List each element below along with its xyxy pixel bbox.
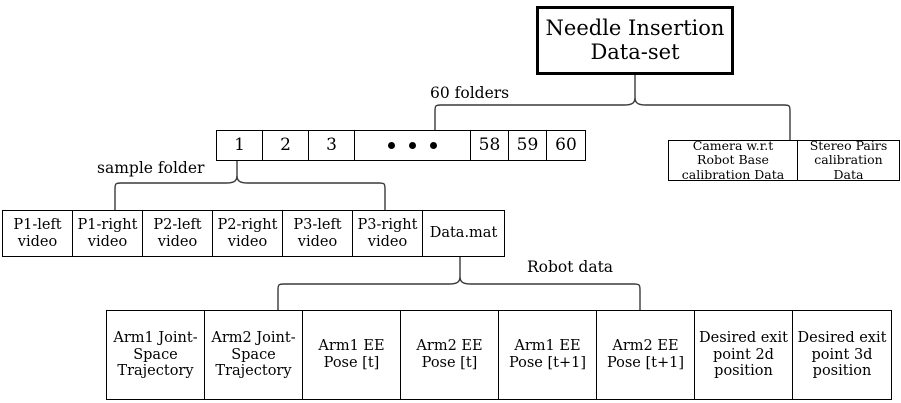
video-p3-left-line2: video <box>297 233 338 250</box>
video-p3-right-line1: P3-right <box>357 216 418 233</box>
calibration-cell-stereo-pairs: Stereo Pairs calibration Data <box>798 138 899 182</box>
folder-cell-58: 58 <box>471 131 509 160</box>
folder-cell-59: 59 <box>509 131 547 160</box>
robot-c0-line2: Space <box>133 346 178 363</box>
robot-c1-line1: Arm2 Joint- <box>211 330 296 347</box>
robot-c6-line2: point 2d <box>713 346 774 363</box>
ellipsis-dots-icon <box>388 142 437 149</box>
label-60-folders: 60 folders <box>430 84 510 102</box>
video-p1-right-line1: P1-right <box>77 216 138 233</box>
robot-c6-line1: Desired exit <box>699 330 788 347</box>
calibration-cell-camera-robot-base: Camera w.r.t Robot Base calibration Data <box>669 138 798 182</box>
video-cell-p2-right: P2-right video <box>213 211 283 256</box>
folder-cell-3: 3 <box>309 131 355 160</box>
connector-sample-right <box>236 175 386 210</box>
robot-cell-arm2-ee-pose-t: Arm2 EE Pose [t] <box>401 311 499 399</box>
video-p1-left-line2: video <box>17 233 58 250</box>
robot-c1-line3: Trajectory <box>215 363 292 380</box>
video-p3-left-line1: P3-left <box>293 216 342 233</box>
connector-robot-left <box>277 276 461 310</box>
video-p1-right-line2: video <box>87 233 128 250</box>
calib-stereo-line2: calibration <box>814 152 883 168</box>
label-robot-data: Robot data <box>527 258 614 276</box>
video-p3-right-line2: video <box>367 233 408 250</box>
video-p1-left-line1: P1-left <box>13 216 62 233</box>
calib-camera-line2: Robot Base <box>697 152 769 168</box>
video-cell-p1-left: P1-left video <box>3 211 73 256</box>
robot-c2-line2: Pose [t] <box>323 355 380 371</box>
root-title-line1: Needle Insertion <box>545 15 725 40</box>
video-p2-left-line1: P2-left <box>153 216 202 233</box>
robot-c0-line3: Trajectory <box>117 363 194 380</box>
robot-c5-line1: Arm2 EE <box>612 338 679 355</box>
robot-cell-arm2-joint-space-trajectory: Arm2 Joint- Space Trajectory <box>205 311 303 399</box>
robot-c0-line1: Arm1 Joint- <box>113 330 198 347</box>
robot-cell-desired-exit-point-3d: Desired exit point 3d position <box>793 311 891 399</box>
file-cell-data-mat: Data.mat <box>423 211 504 256</box>
connector-sample-left <box>114 175 238 210</box>
label-sample-folder: sample folder <box>97 159 205 177</box>
robot-c4-line1: Arm1 EE <box>514 338 581 355</box>
root-title-line2: Data-set <box>590 39 680 64</box>
folder-cell-2: 2 <box>263 131 309 160</box>
robot-c2-line1: Arm1 EE <box>318 338 385 355</box>
calibration-row: Camera w.r.t Robot Base calibration Data… <box>668 138 900 182</box>
folder-cell-ellipsis <box>355 131 471 160</box>
calib-stereo-line1: Stereo Pairs <box>809 138 888 154</box>
video-cell-p2-left: P2-left video <box>143 211 213 256</box>
robot-c3-line2: Pose [t] <box>421 355 478 371</box>
robot-c7-line2: point 3d <box>811 346 873 363</box>
video-p2-right-line1: P2-right <box>217 216 278 233</box>
calib-camera-line3: calibration Data <box>681 166 785 182</box>
robot-c3-line1: Arm2 EE <box>416 338 483 355</box>
robot-data-row: Arm1 Joint- Space Trajectory Arm2 Joint-… <box>106 310 892 400</box>
video-p2-left-line2: video <box>157 233 198 250</box>
folder-cell-1: 1 <box>217 131 263 160</box>
folder-cell-60: 60 <box>555 134 577 155</box>
data-mat-label: Data.mat <box>429 225 498 242</box>
robot-cell-arm1-ee-pose-t: Arm1 EE Pose [t] <box>303 311 401 399</box>
robot-cell-arm1-joint-space-trajectory: Arm1 Joint- Space Trajectory <box>107 311 205 399</box>
robot-c7-line3: position <box>812 363 872 380</box>
video-p2-right-line2: video <box>227 233 268 250</box>
connector-to-calibration-row <box>634 97 791 140</box>
robot-cell-arm2-ee-pose-t-plus-1: Arm2 EE Pose [t+1] <box>597 311 695 399</box>
video-cell-p3-right: P3-right video <box>353 211 423 256</box>
calib-camera-line1: Camera w.r.t <box>692 138 774 154</box>
connector-robot-right <box>459 276 641 310</box>
video-cell-p3-left: P3-left video <box>283 211 353 256</box>
robot-cell-desired-exit-point-2d: Desired exit point 2d position <box>695 311 793 399</box>
calib-stereo-line3: Data <box>833 166 864 182</box>
folder-row: 1 2 3 58 59 60 <box>216 130 586 161</box>
robot-c4-line2: Pose [t+1] <box>508 355 587 371</box>
sample-folder-contents-row: P1-left video P1-right video P2-left vid… <box>2 210 505 257</box>
root-node-needle-insertion-dataset: Needle Insertion Data-set <box>536 6 734 75</box>
robot-c5-line2: Pose [t+1] <box>606 355 685 371</box>
video-cell-p1-right: P1-right video <box>73 211 143 256</box>
robot-c6-line3: position <box>714 363 773 380</box>
connector-to-folder-row <box>434 97 636 130</box>
robot-c1-line2: Space <box>231 346 276 363</box>
robot-c7-line1: Desired exit <box>797 330 887 347</box>
robot-cell-arm1-ee-pose-t-plus-1: Arm1 EE Pose [t+1] <box>499 311 597 399</box>
